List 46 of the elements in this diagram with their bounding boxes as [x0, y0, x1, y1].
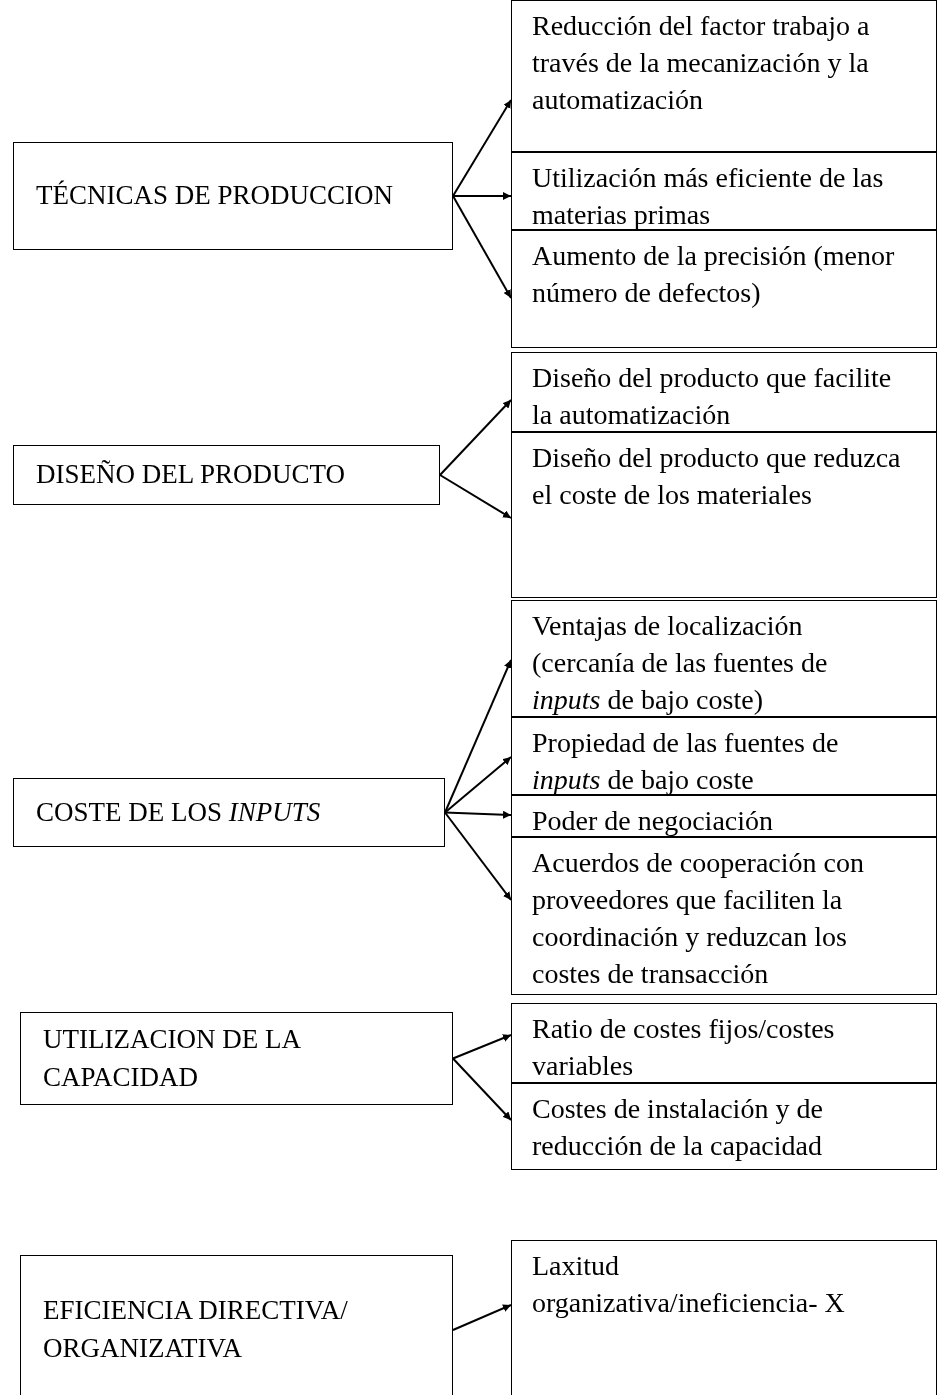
- factor-box: [511, 837, 937, 995]
- box-text: EFICIENCIA DIRECTIVA/ ORGANIZATIVA: [43, 1294, 349, 1365]
- category-box: [20, 1255, 453, 1395]
- box-text: Laxitud organizativa/ineficiencia- X: [532, 1250, 845, 1318]
- factor-box: [511, 717, 937, 795]
- box-text: DISEÑO DEL PRODUCTO: [36, 458, 345, 492]
- box-text: TÉCNICAS DE PRODUCCION: [36, 179, 394, 213]
- factor-box: [511, 432, 937, 598]
- box-text: Reducción del factor trabajo a través de la mecanización y la automatización: [532, 10, 870, 115]
- factor-box: [511, 1240, 937, 1395]
- factor-box: [511, 352, 937, 432]
- box-text: Diseño del producto que reduzca el coste de los materiales: [532, 442, 901, 510]
- box-text: UTILIZACION DE LA CAPACIDAD: [43, 1022, 301, 1094]
- box-text: COSTE DE LOS INPUTS: [36, 795, 321, 829]
- box-text: Poder de negociación: [532, 805, 774, 836]
- box-text: Ratio de costes fijos/costes variables: [532, 1013, 835, 1081]
- arrow: [439, 399, 512, 476]
- box-text: Ventajas de localización (cercanía de las fuentes de inputs de bajo coste): [532, 610, 828, 715]
- box-text: Acuerdos de cooperación con proveedores que faciliten la coordinación y reduzcan los costes de transacción: [532, 847, 864, 989]
- box-text: Utilización más eficiente de las materias primas: [532, 162, 884, 230]
- category-box: [13, 778, 445, 847]
- arrow: [444, 659, 512, 814]
- arrow: [452, 1034, 512, 1060]
- arrow: [452, 1057, 512, 1121]
- factor-box: [511, 795, 937, 837]
- arrow: [444, 810, 512, 819]
- box-text: Diseño del producto que facilite la automatización: [532, 362, 892, 430]
- factor-box: [511, 1003, 937, 1083]
- arrow: [439, 474, 512, 519]
- factor-box: [511, 600, 937, 717]
- arrow: [444, 756, 512, 814]
- arrow: [452, 192, 512, 200]
- box-text: Aumento de la precisión (menor número de defectos): [532, 240, 895, 308]
- factor-box: [511, 1083, 937, 1170]
- box-text: Propiedad de las fuentes de inputs de bajo coste: [532, 727, 839, 795]
- category-box: [13, 142, 453, 250]
- arrow: [444, 811, 512, 901]
- factor-box: [511, 152, 937, 230]
- box-text: Costes de instalación y de reducción de la capacidad: [532, 1093, 823, 1161]
- arrow: [452, 99, 512, 197]
- category-box: [20, 1012, 453, 1105]
- arrow: [452, 195, 512, 299]
- category-box: [13, 445, 440, 505]
- factor-box: [511, 0, 937, 152]
- arrow: [452, 1304, 512, 1331]
- factor-box: [511, 230, 937, 348]
